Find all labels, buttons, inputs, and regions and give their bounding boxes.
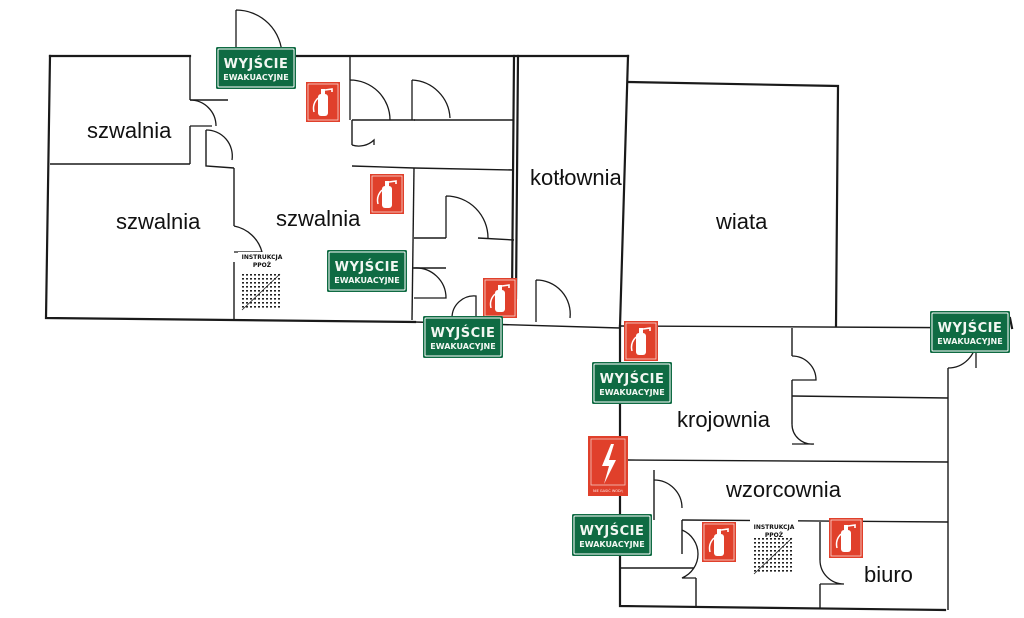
fire-instruction-line1: INSTRUKCJA bbox=[242, 254, 283, 261]
fire-extinguisher-icon bbox=[701, 521, 737, 563]
exit-sign: WYJŚCIE EWAKUACYJNE bbox=[326, 249, 408, 293]
fire-extinguisher-icon bbox=[623, 320, 659, 362]
fire-instruction-board: INSTRUKCJA PPOŻ bbox=[237, 251, 287, 315]
electrical-sign-caption: NIE GASIĆ WODĄ bbox=[593, 488, 624, 493]
room-label-szwalnia-3: szwalnia bbox=[276, 206, 361, 231]
exit-sign-line1: WYJŚCIE bbox=[600, 371, 665, 387]
fire-instruction-board: INSTRUKCJA PPOŻ bbox=[749, 515, 799, 579]
room-label-biuro: biuro bbox=[864, 562, 913, 587]
room-label-szwalnia-2: szwalnia bbox=[116, 209, 201, 234]
high-voltage-icon: NIE GASIĆ WODĄ bbox=[588, 436, 628, 496]
fire-extinguisher-icon bbox=[482, 277, 518, 319]
room-label-szwalnia-1: szwalnia bbox=[87, 118, 172, 143]
exit-sign: WYJŚCIE EWAKUACYJNE bbox=[591, 361, 673, 405]
fire-instruction-line2: PPOŻ bbox=[765, 532, 784, 539]
exit-sign-line1: WYJŚCIE bbox=[335, 259, 400, 275]
room-label-wzorcownia: wzorcownia bbox=[725, 477, 842, 502]
exit-sign-line2: EWAKUACYJNE bbox=[599, 388, 664, 397]
fire-instruction-line1: INSTRUKCJA bbox=[754, 524, 795, 531]
exit-sign: WYJŚCIE EWAKUACYJNE bbox=[215, 46, 297, 90]
exit-sign-line1: WYJŚCIE bbox=[224, 56, 289, 72]
exit-sign-line1: WYJŚCIE bbox=[431, 325, 496, 341]
exit-sign: WYJŚCIE EWAKUACYJNE bbox=[422, 315, 504, 359]
exit-sign-line2: EWAKUACYJNE bbox=[334, 276, 399, 285]
exit-sign: WYJŚCIE EWAKUACYJNE bbox=[571, 513, 653, 557]
room-label-wiata: wiata bbox=[715, 209, 768, 234]
exit-sign-line2: EWAKUACYJNE bbox=[579, 540, 644, 549]
exit-sign: WYJŚCIE EWAKUACYJNE bbox=[929, 310, 1011, 354]
exit-sign-line1: WYJŚCIE bbox=[580, 523, 645, 539]
room-label-krojownia: krojownia bbox=[677, 407, 771, 432]
exit-sign-line2: EWAKUACYJNE bbox=[430, 342, 495, 351]
exit-sign-line2: EWAKUACYJNE bbox=[223, 73, 288, 82]
exit-sign-line1: WYJŚCIE bbox=[938, 320, 1003, 336]
room-label-kotlownia: kotłownia bbox=[530, 165, 622, 190]
fire-extinguisher-icon bbox=[305, 81, 341, 123]
fire-extinguisher-icon bbox=[369, 173, 405, 215]
exit-sign-line2: EWAKUACYJNE bbox=[937, 337, 1002, 346]
fire-instruction-line2: PPOŻ bbox=[253, 262, 272, 269]
fire-extinguisher-icon bbox=[828, 517, 864, 559]
